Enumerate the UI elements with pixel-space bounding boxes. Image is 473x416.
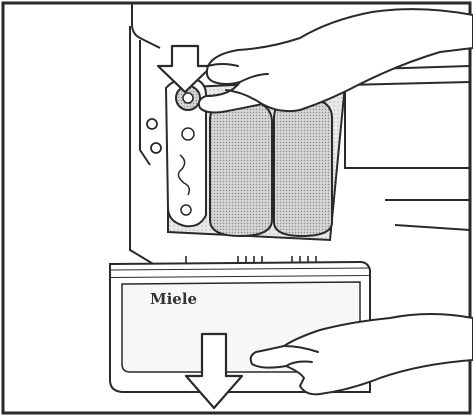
siphon-cylinders	[210, 98, 332, 236]
brand-label: Miele	[150, 290, 197, 308]
